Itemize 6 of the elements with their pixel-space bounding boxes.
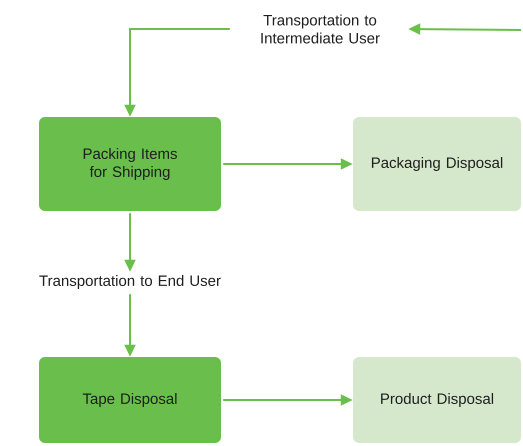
disposal-box: Product Disposal <box>353 356 521 443</box>
process-box: Tape Disposal <box>39 356 221 443</box>
step-label: Transportation to Intermediate User <box>261 14 380 44</box>
process-box: Packing Items for Shipping <box>39 117 221 211</box>
disposal-box: Packaging Disposal <box>353 117 521 211</box>
step-label: Transportation to End User <box>39 275 221 289</box>
